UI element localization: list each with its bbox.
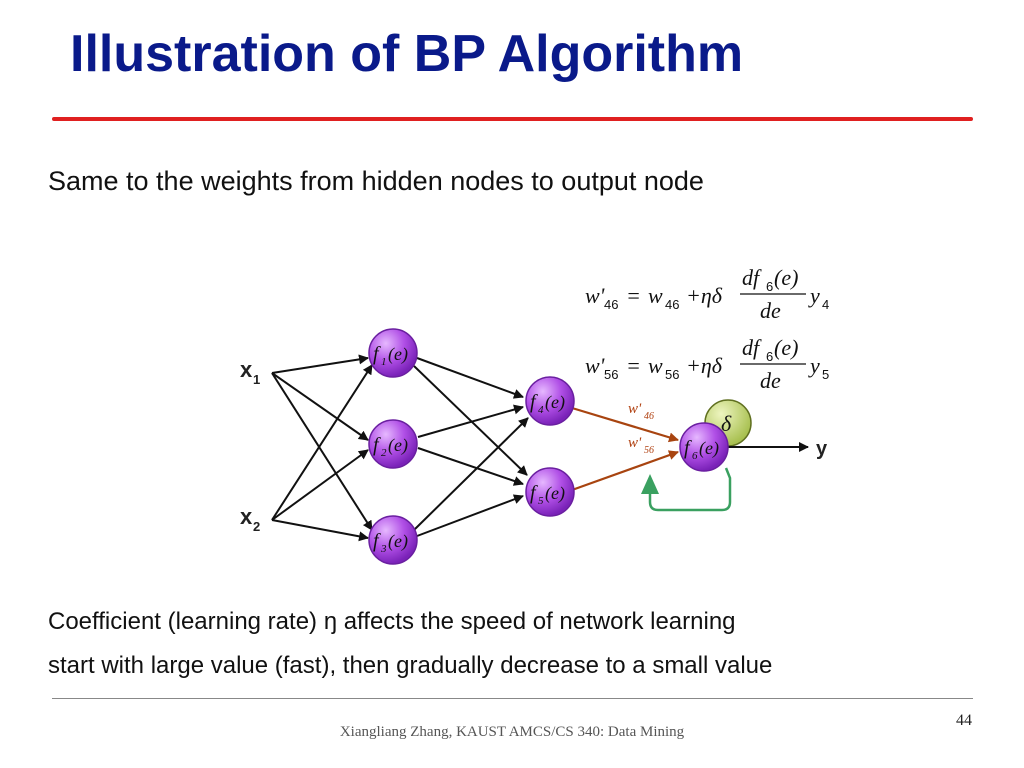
neuron-f3-f: f xyxy=(373,530,381,552)
neuron-f5-arg: (e) xyxy=(545,483,565,504)
neuron-f5-f: f xyxy=(530,482,538,504)
edge-x1-f3 xyxy=(271,372,373,531)
eq1-num-sub: 6 xyxy=(766,279,773,294)
neuron-f1-sub: 1 xyxy=(381,356,387,368)
input-x2-sub: 2 xyxy=(253,519,260,534)
neuron-f6-sub: 6 xyxy=(692,450,698,462)
neuron-f5: f 5 (e) xyxy=(525,467,575,517)
eq1-den: de xyxy=(760,298,781,323)
edge-x1-f2 xyxy=(271,372,369,441)
eq2-lhs-sub: 56 xyxy=(604,367,618,382)
edge-f4-f6 xyxy=(571,406,679,443)
eq2-w-sub: 56 xyxy=(665,367,679,382)
eq1-eta-delta: +ηδ xyxy=(686,283,723,308)
edge-f2-f5 xyxy=(417,447,524,486)
eq1-lhs-sub: 46 xyxy=(604,297,618,312)
neuron-f1-arg: (e) xyxy=(388,344,408,365)
edges-hidden2-to-output xyxy=(571,406,679,492)
feedback-arrow xyxy=(641,467,732,512)
eq2-den: de xyxy=(760,368,781,393)
page-number: 44 xyxy=(956,712,972,729)
slide-subtitle: Same to the weights from hidden nodes to… xyxy=(48,166,704,196)
input-x1: x 1 xyxy=(240,357,260,387)
edge-f3-f5 xyxy=(416,494,524,537)
eq1-w: w xyxy=(648,283,663,308)
edge-f3-f4 xyxy=(413,417,529,531)
eq1-num-arg: (e) xyxy=(774,265,798,290)
neuron-f4-f: f xyxy=(530,391,538,413)
neuron-f5-sub: 5 xyxy=(538,495,544,507)
eq2-y-sub: 5 xyxy=(822,367,829,382)
eq2-num-sub: 6 xyxy=(766,349,773,364)
eq2-w: w xyxy=(648,353,663,378)
neuron-f1: f 1 (e) xyxy=(368,328,418,378)
update-equation-w56: w' 56 = w 56 +ηδ df 6 (e) de y 5 xyxy=(585,335,829,393)
slide-title: Illustration of BP Algorithm xyxy=(70,25,744,83)
output-label: y xyxy=(816,438,828,460)
eq2-num-arg: (e) xyxy=(774,335,798,360)
neuron-f3-sub: 3 xyxy=(380,543,387,555)
edge-f1-f5 xyxy=(413,365,528,476)
bp-diagram: w' 46 = w 46 +ηδ df 6 (e) de y 4 w' 56 =… xyxy=(240,265,829,565)
neuron-f2-arg: (e) xyxy=(388,435,408,456)
eq2-lhs: w' xyxy=(585,353,605,378)
input-x2: x 2 xyxy=(240,504,260,534)
weight-label-w56-sub: 56 xyxy=(644,445,654,456)
neuron-f3-circle xyxy=(368,515,418,565)
edge-x2-f2 xyxy=(271,449,369,521)
feedback-arrowhead xyxy=(641,474,659,494)
eq2-num: df xyxy=(742,335,762,360)
edges-input-to-hidden1 xyxy=(271,354,373,542)
neuron-f6-f: f xyxy=(684,437,692,459)
learning-rate-note: Coefficient (learning rate) ŋ affects th… xyxy=(48,608,736,635)
neuron-f4: f 4 (e) xyxy=(525,376,575,426)
edge-x2-f3 xyxy=(271,519,369,542)
neuron-f1-circle xyxy=(368,328,418,378)
feedback-path xyxy=(648,467,732,512)
weight-label-w46-sub: 46 xyxy=(644,411,654,422)
edge-f1-f4 xyxy=(416,357,524,399)
edge-x2-f1 xyxy=(271,364,373,521)
update-equation-w46: w' 46 = w 46 +ηδ df 6 (e) de y 4 xyxy=(585,265,829,323)
neuron-f4-sub: 4 xyxy=(538,404,544,416)
input-x1-sub: 1 xyxy=(253,372,260,387)
neuron-f4-circle xyxy=(525,376,575,426)
edge-x1-f1 xyxy=(271,354,369,374)
neuron-f2: f 2 (e) xyxy=(368,419,418,469)
neuron-f2-circle xyxy=(368,419,418,469)
edges-hidden1-to-hidden2 xyxy=(413,357,529,537)
eq1-w-sub: 46 xyxy=(665,297,679,312)
neuron-f1-f: f xyxy=(373,343,381,365)
learning-rate-advice: start with large value (fast), then grad… xyxy=(48,652,773,679)
weight-label-w46: w' xyxy=(628,401,642,417)
eq1-y: y xyxy=(808,283,820,308)
neuron-f4-arg: (e) xyxy=(545,392,565,413)
eq2-eta-delta: +ηδ xyxy=(686,353,723,378)
title-underline xyxy=(52,117,973,121)
edge-f5-f6 xyxy=(571,450,679,492)
eq1-y-sub: 4 xyxy=(822,297,829,312)
neuron-f6: f 6 (e) xyxy=(679,422,729,472)
input-x2-label: x xyxy=(240,504,253,529)
eq1-num: df xyxy=(742,265,762,290)
eq2-equals: = xyxy=(626,353,641,378)
input-x1-label: x xyxy=(240,357,253,382)
eq1-lhs: w' xyxy=(585,283,605,308)
footer-credit: Xiangliang Zhang, KAUST AMCS/CS 340: Dat… xyxy=(339,724,685,740)
neuron-f6-circle xyxy=(679,422,729,472)
neuron-f6-arg: (e) xyxy=(699,438,719,459)
edge-f2-f4 xyxy=(417,404,524,438)
eq2-y: y xyxy=(808,353,820,378)
delta-label: δ xyxy=(721,411,732,436)
neuron-f5-circle xyxy=(525,467,575,517)
neuron-f3-arg: (e) xyxy=(388,531,408,552)
weight-label-w56: w' xyxy=(628,435,642,451)
footer-divider xyxy=(52,698,973,699)
neuron-f2-sub: 2 xyxy=(381,447,387,459)
neuron-f3: f 3 (e) xyxy=(368,515,418,565)
eq1-equals: = xyxy=(626,283,641,308)
neuron-f2-f: f xyxy=(373,434,381,456)
